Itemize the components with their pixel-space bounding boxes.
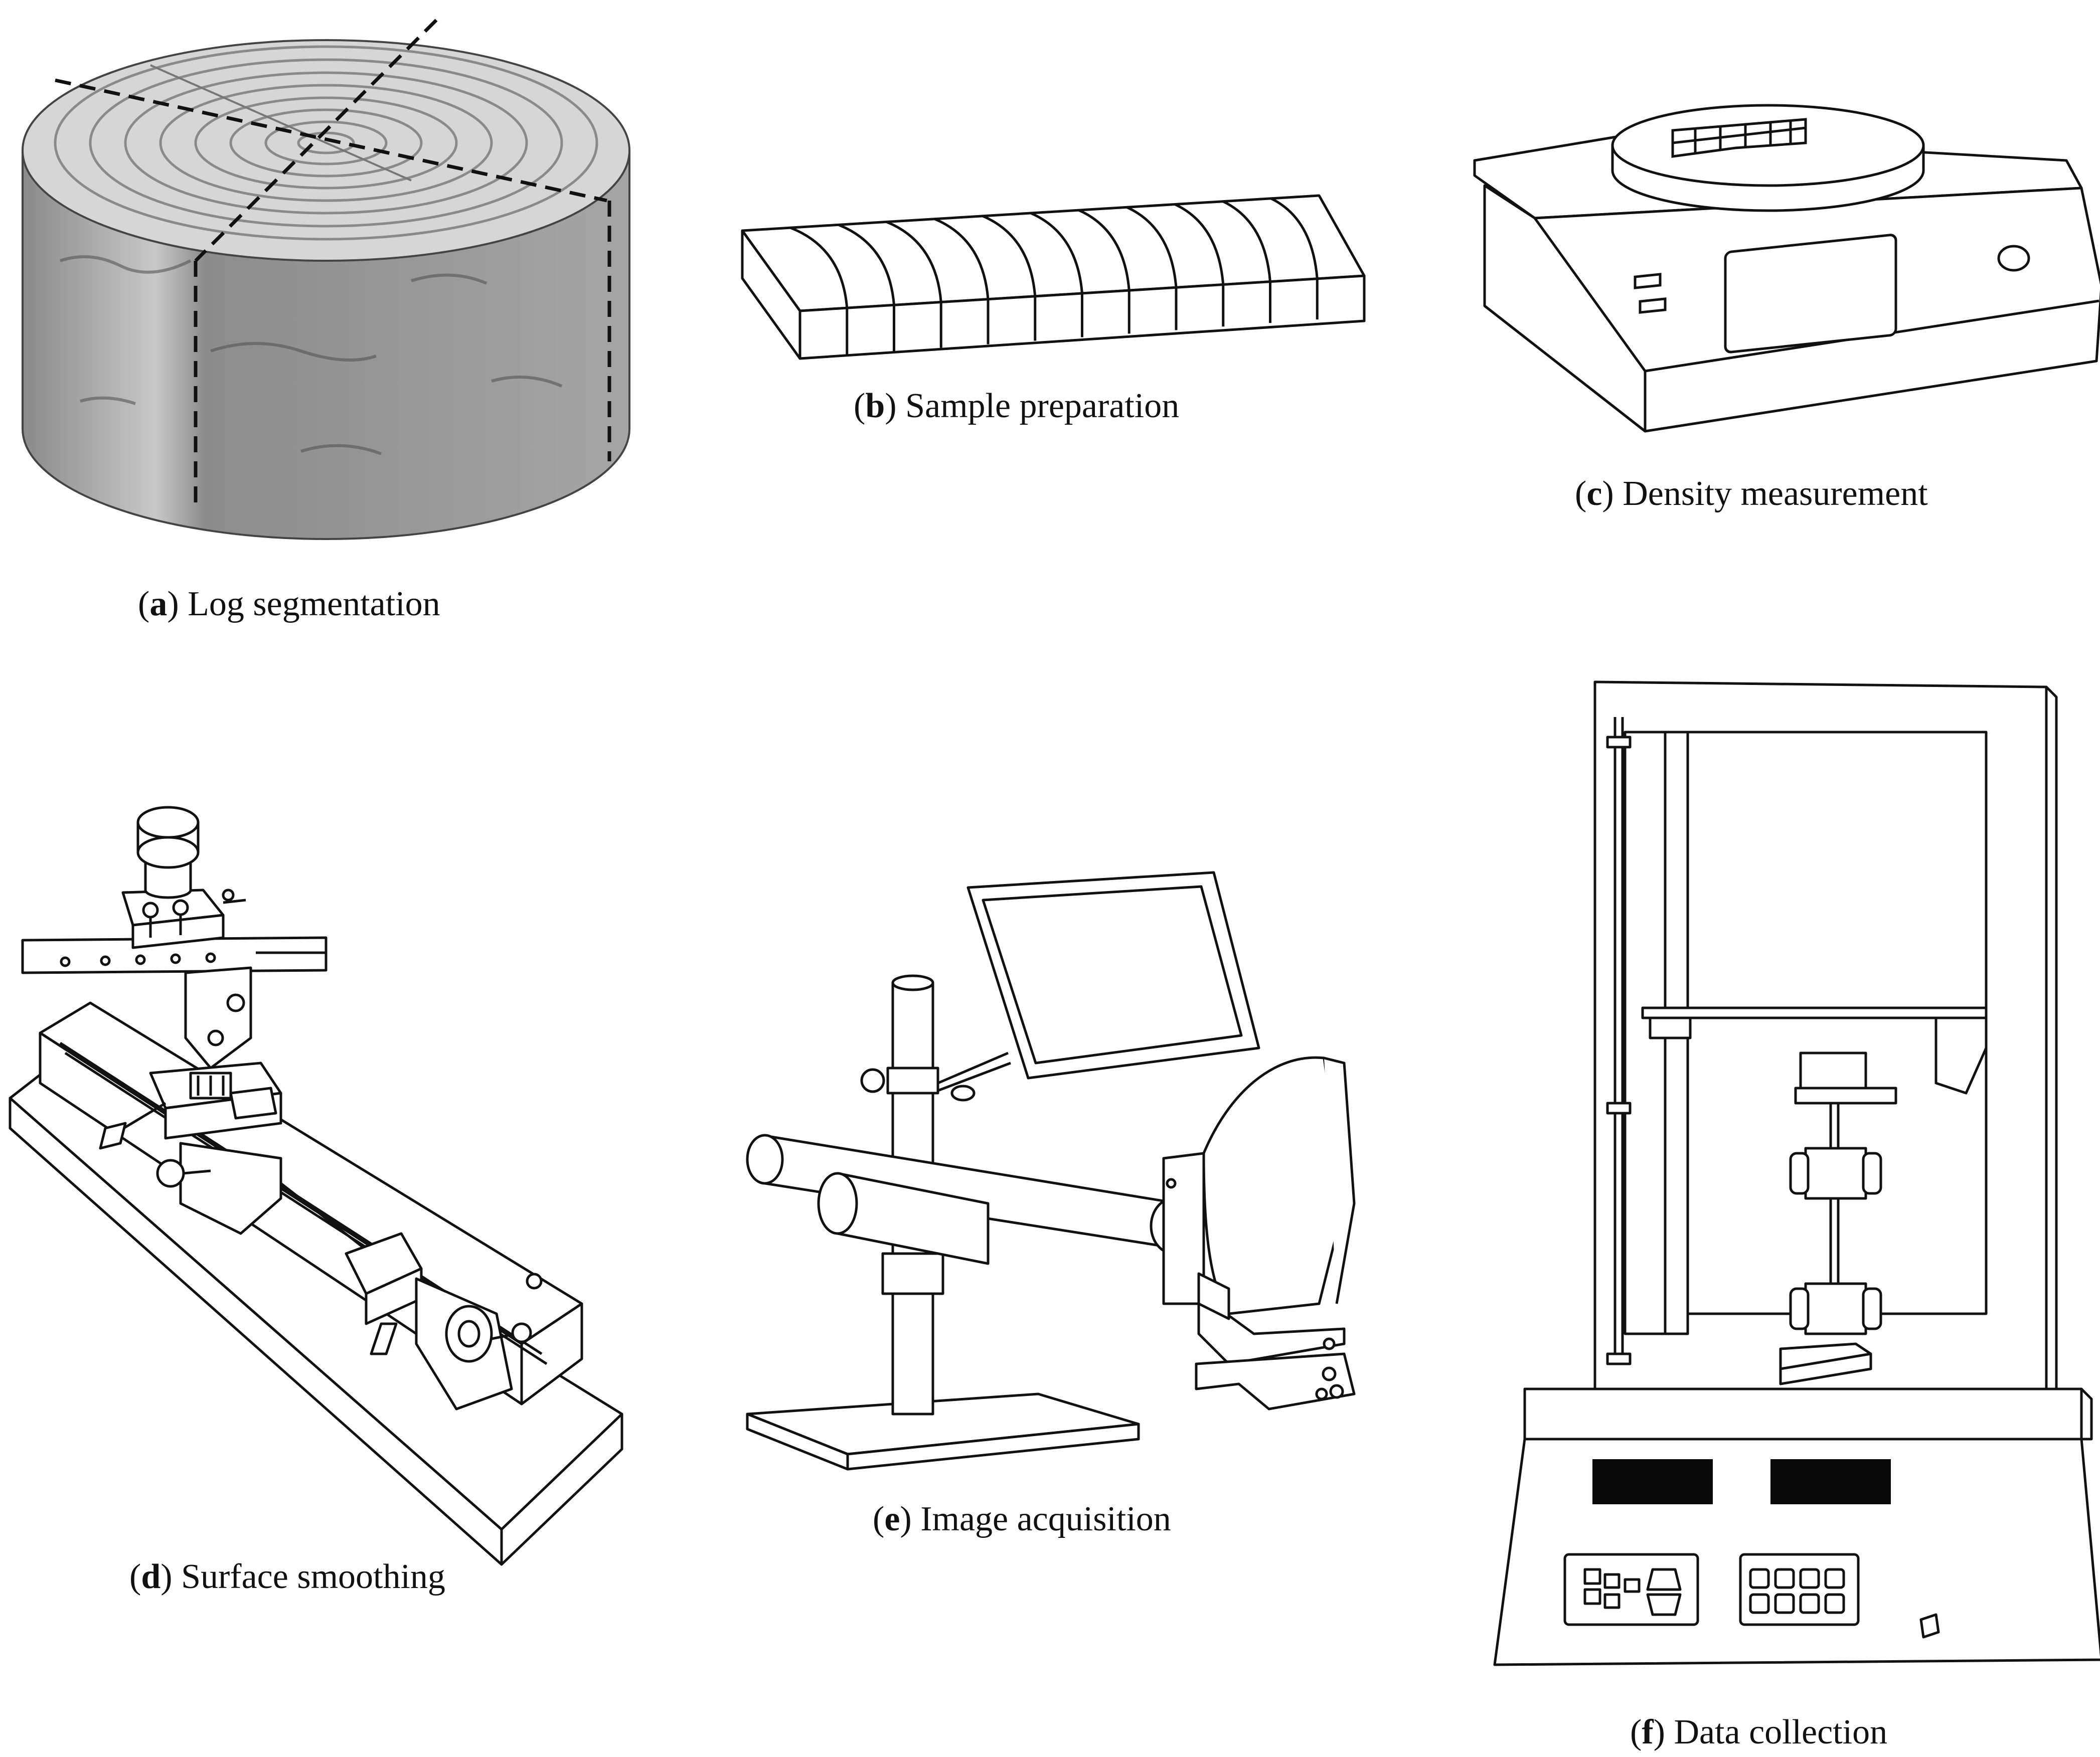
sample-cut-line	[1270, 197, 1319, 320]
universal-testing-machine-illustration	[1493, 680, 2100, 1666]
caption-c: (c) Density measurement	[1575, 474, 1928, 513]
caption-f: (f) Data collection	[1630, 1713, 1888, 1751]
sample-cut-line	[886, 221, 942, 348]
sample-cut-lines	[789, 197, 1319, 355]
sample-strip-illustration	[741, 194, 1366, 360]
sample-cut-line	[934, 218, 990, 344]
sample-cut-line	[1126, 206, 1178, 330]
panel-data-collection: (f) Data collection	[1455, 667, 2100, 1757]
sample-cut-line	[838, 224, 895, 352]
caption-a: (a) Log segmentation	[138, 585, 440, 623]
panel-log-segmentation: (a) Log segmentation	[0, 0, 652, 642]
digital-displays	[1592, 1459, 1891, 1504]
digital-microscope-illustration	[746, 871, 1356, 1471]
sample-cut-line	[789, 226, 849, 355]
sample-cut-line	[982, 215, 1037, 341]
sample-on-balance	[1671, 118, 1807, 158]
caption-e: (e) Image acquisition	[873, 1500, 1171, 1538]
balance-illustration	[1473, 104, 2100, 433]
sample-cut-line	[1030, 212, 1083, 337]
panel-surface-smoothing: (d) Surface smoothing	[0, 802, 662, 1615]
sample-cut-line	[1078, 209, 1130, 334]
caption-d: (d) Surface smoothing	[129, 1557, 445, 1596]
panel-image-acquisition: (e) Image acquisition	[727, 852, 1429, 1564]
panel-density-measurement: (c) Density measurement	[1455, 100, 2100, 526]
log-disc-illustration	[22, 19, 630, 540]
sliding-microtome-illustration	[9, 806, 623, 1566]
sample-cut-line	[1222, 200, 1271, 323]
panel-sample-preparation: (b) Sample preparation	[702, 165, 1404, 446]
caption-b: (b) Sample preparation	[854, 387, 1180, 425]
sample-cut-line	[1174, 203, 1225, 327]
